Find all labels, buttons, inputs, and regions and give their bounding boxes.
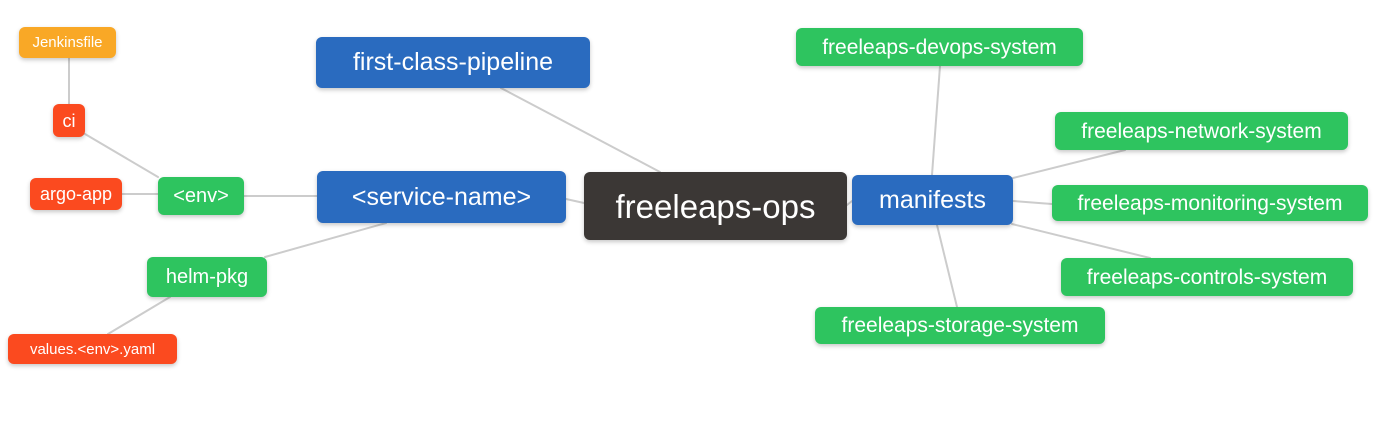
node-jenkinsfile[interactable]: Jenkinsfile [19,27,116,58]
node-values-env-yaml[interactable]: values.<env>.yaml [8,334,177,364]
edge-manifests-to-freeleaps-network-system [1012,149,1126,179]
edge-manifests-to-freeleaps-monitoring-system [1012,200,1053,205]
node-freeleaps-devops-system[interactable]: freeleaps-devops-system [796,28,1083,66]
node-service-name[interactable]: <service-name> [317,171,566,223]
node-freeleaps-ops[interactable]: freeleaps-ops [584,172,847,240]
node-ci[interactable]: ci [53,104,85,137]
node-helm-pkg[interactable]: helm-pkg [147,257,267,297]
node-first-class-pipeline[interactable]: first-class-pipeline [316,37,590,88]
edge-helm-pkg-to-values-env-yaml [107,296,171,335]
node-env[interactable]: <env> [158,177,244,215]
edge-manifests-to-freeleaps-controls-system [1011,223,1151,259]
edge-freeleaps-ops-to-manifests [846,200,853,206]
edge-manifests-to-freeleaps-devops-system [931,65,941,176]
node-freeleaps-monitoring-system[interactable]: freeleaps-monitoring-system [1052,185,1368,221]
edge-service-name-to-freeleaps-ops [565,198,585,204]
node-argo-app[interactable]: argo-app [30,178,122,210]
node-manifests[interactable]: manifests [852,175,1013,225]
edge-service-name-to-helm-pkg [264,222,387,258]
edge-ci-to-env [84,133,159,178]
node-freeleaps-storage-system[interactable]: freeleaps-storage-system [815,307,1105,344]
node-freeleaps-network-system[interactable]: freeleaps-network-system [1055,112,1348,150]
node-freeleaps-controls-system[interactable]: freeleaps-controls-system [1061,258,1353,296]
edge-first-class-pipeline-to-freeleaps-ops [500,87,661,173]
edge-manifests-to-freeleaps-storage-system [936,224,958,308]
